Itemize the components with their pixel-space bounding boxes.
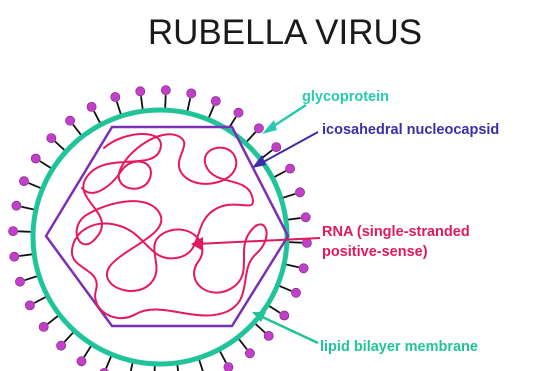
glycoprotein-head — [187, 89, 196, 98]
glycoprotein-head — [224, 363, 233, 371]
glycoprotein-head — [254, 124, 263, 133]
membrane-label: lipid bilayer membrane — [320, 339, 478, 355]
glycoprotein-head — [234, 108, 243, 117]
glycoprotein-head — [87, 102, 96, 111]
glycoprotein-head — [19, 177, 28, 186]
glycoprotein-head — [291, 288, 300, 297]
glycoprotein-head — [301, 213, 310, 222]
glycoprotein-head — [295, 188, 304, 197]
glycoprotein-label: glycoprotein — [302, 89, 389, 105]
glycoprotein-head — [12, 201, 21, 210]
glycoprotein-head — [25, 301, 34, 310]
glycoprotein-head — [286, 164, 295, 173]
capsid-pointer — [256, 132, 318, 166]
icosahedral-nucleocapsid — [46, 127, 288, 326]
glycoprotein-head — [299, 264, 308, 273]
glycoprotein-head — [47, 134, 56, 143]
glycoprotein-arrowhead — [262, 120, 277, 134]
glycoprotein-head — [10, 252, 19, 261]
glycoprotein-head — [57, 341, 66, 350]
glycoprotein-head — [39, 322, 48, 331]
rna-label-line2: positive-sense) — [322, 244, 428, 260]
glycoprotein-head — [111, 92, 120, 101]
glycoprotein-head — [9, 227, 18, 236]
glycoprotein-head — [77, 357, 86, 366]
glycoprotein-head — [161, 86, 170, 95]
glycoprotein-head — [136, 87, 145, 96]
glycoprotein-head — [15, 277, 24, 286]
glycoprotein-head — [264, 331, 273, 340]
glycoprotein-head — [272, 143, 281, 152]
glycoprotein-head — [211, 96, 220, 105]
nucleocapsid-label: icosahedral nucleocapsid — [322, 122, 499, 138]
glycoprotein-head — [66, 116, 75, 125]
glycoprotein-head — [31, 154, 40, 163]
diagram-title: RUBELLA VIRUS — [148, 13, 422, 52]
glycoprotein-head — [245, 349, 254, 358]
rna-strand — [72, 134, 267, 318]
glycoprotein-head — [280, 311, 289, 320]
rna-label-line1: RNA (single-stranded — [322, 224, 470, 240]
